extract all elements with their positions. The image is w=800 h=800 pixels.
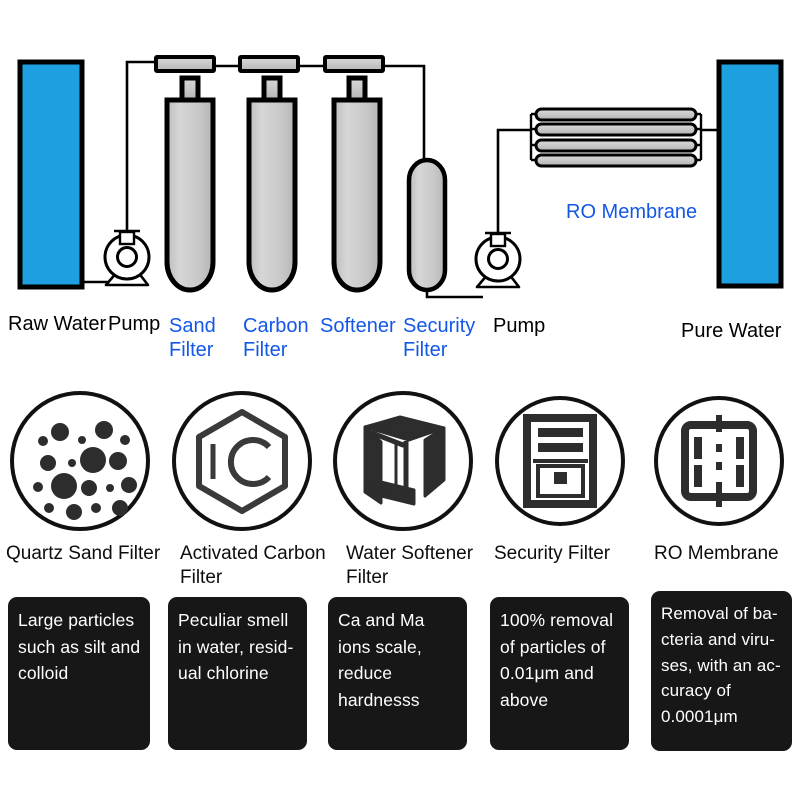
pipe-raw-to-pump1 [82, 60, 168, 284]
label-pure-water: Pure Water [681, 320, 782, 342]
note-box-ro: Removal of ba-cteria and viru-ses, with … [651, 591, 792, 751]
label-carbon-filter: Carbon Filter [243, 315, 309, 361]
note-box-sand: Large particles such as silt and colloid [8, 597, 150, 750]
label-softener: Softener [320, 315, 396, 337]
label-pump-2: Pump [493, 315, 546, 337]
pure-water-tank [716, 59, 784, 289]
pipe-vessel-manifold-top [216, 64, 426, 160]
security-filter-icon [495, 396, 625, 526]
icon-label-security-filter: Security Filter [494, 543, 611, 564]
high-pressure-pump [474, 231, 522, 289]
icon-label-water-softener-filter: Water Softener Filter [346, 543, 474, 589]
carbon-filter-vessel [238, 55, 300, 293]
label-raw-water: Raw Water [8, 313, 107, 335]
feed-pump [103, 229, 151, 287]
note-box-carbon: Peculiar smell in water, resid-ual chlor… [168, 597, 307, 750]
icon-label-ro-membrane: RO Membrane [654, 543, 779, 564]
ro-membrane-assembly [529, 107, 719, 168]
label-security-filter: Security Filter [403, 315, 476, 361]
note-box-softener: Ca and Ma ions scale, reduce hardnesss [328, 597, 467, 750]
water-softener-filter-icon [333, 391, 473, 531]
sand-filter-vessel [154, 55, 216, 293]
security-filter-vessel [406, 157, 448, 293]
quartz-sand-filter-icon [10, 391, 150, 531]
ro-membrane-icon [654, 396, 784, 526]
icon-label-activated-carbon-filter: Activated Carbon Filter [180, 543, 326, 589]
softener-vessel [323, 55, 385, 293]
pipe-security-to-pump2 [425, 128, 530, 299]
raw-water-tank [17, 59, 85, 290]
label-pump-1: Pump [108, 313, 161, 335]
label-sand-filter: Sand Filter [169, 315, 216, 361]
note-box-security: 100% removal of particles of 0.01μm and … [490, 597, 629, 750]
label-ro-membrane: RO Membrane [566, 201, 698, 223]
icon-label-quartz-sand-filter: Quartz Sand Filter [6, 543, 161, 564]
activated-carbon-filter-icon [172, 391, 312, 531]
